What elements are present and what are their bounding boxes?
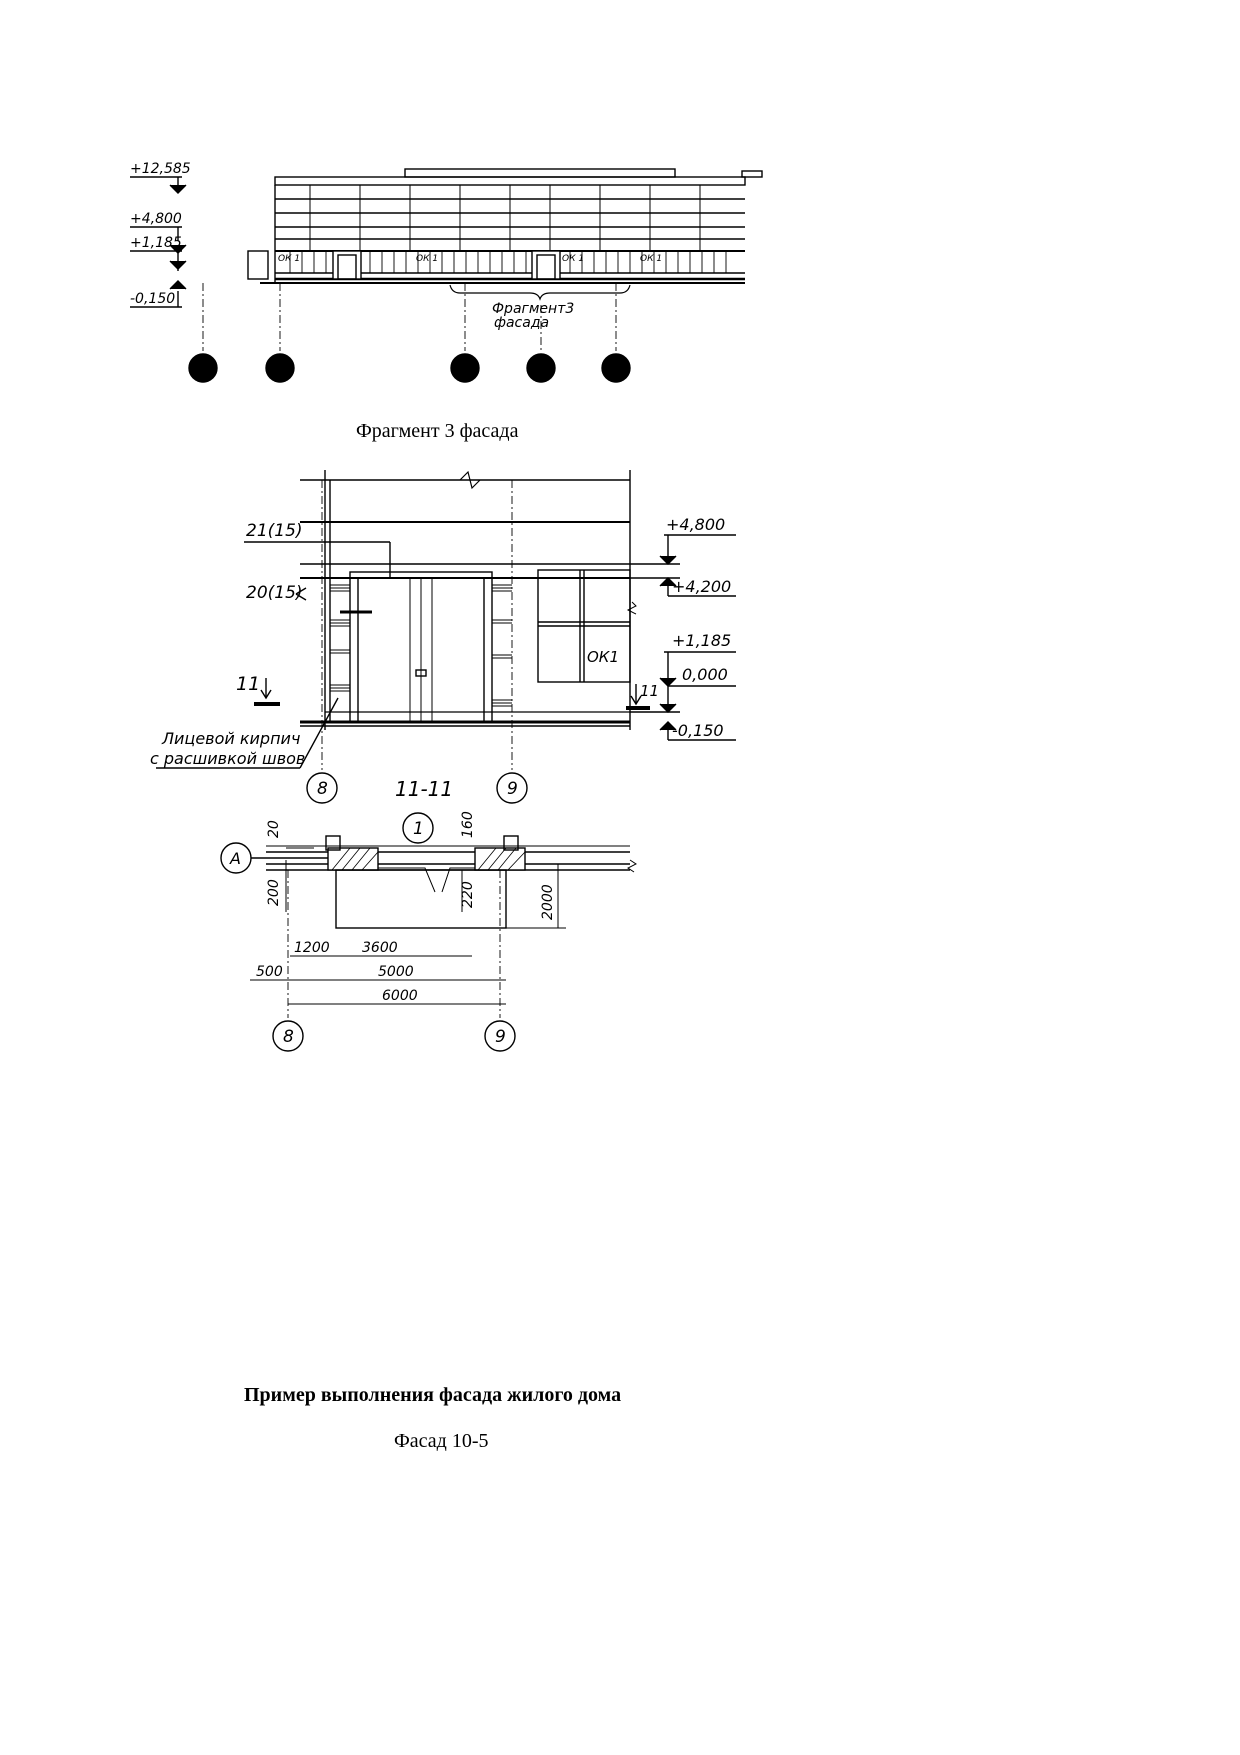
plan-dim-500: 500 xyxy=(256,964,283,980)
plan-section-drawing: А 1 20 200 160 220 2000 1200 3600 500 xyxy=(220,811,637,1052)
level-1185: +1,185 xyxy=(130,235,182,251)
facade-axis-bubble-8 xyxy=(450,353,480,383)
facade-level-marks: +12,585 +4,800 +1,185 -0,150 xyxy=(130,161,191,308)
facade-axis-1: 1 xyxy=(198,359,208,377)
plan-axis-bubble-8 xyxy=(272,1020,304,1052)
section-title: 11-11 xyxy=(395,777,453,801)
plan-axis-a: А xyxy=(229,849,241,868)
fragment-axes-row: 8 11-11 9 xyxy=(306,772,528,804)
plan-dim-160: 160 xyxy=(460,811,476,838)
section-mark-right: 11 xyxy=(640,682,659,700)
document-subtitle: Фасад 10-5 xyxy=(394,1430,489,1452)
fragment-level-1185: +1,185 xyxy=(672,631,731,650)
fragment-caption: Фрагмент 3 фасада xyxy=(356,420,519,442)
plan-dim-20: 20 xyxy=(266,820,282,838)
plan-axis-8: 8 xyxy=(283,1027,294,1047)
facade-axis-8: 8 xyxy=(460,359,470,377)
facade-window-mark-4: ОК 1 xyxy=(640,254,662,264)
plan-axis-bubble-9 xyxy=(484,1020,516,1052)
facade-axis-3: 3 xyxy=(275,359,285,377)
fragment-elevation-drawing: ОК1 21(15) 20(15) 11 11 +4,800 +4,200 +1… xyxy=(150,470,736,770)
fragment-level-0000: 0,000 xyxy=(682,665,728,684)
plan-axis-9: 9 xyxy=(495,1027,506,1047)
plan-dim-2000: 2000 xyxy=(540,884,556,920)
plan-dim-1200: 1200 xyxy=(294,940,330,956)
facade-axis-12: 12 xyxy=(606,359,625,377)
facade-window-mark-3: ОК 1 xyxy=(562,254,584,264)
plan-dim-200: 200 xyxy=(266,879,282,906)
level-4800: +4,800 xyxy=(130,211,182,227)
fragment-axis-9: 9 xyxy=(507,779,518,799)
fragment-axis-bubble-9 xyxy=(496,772,528,804)
facade-window-mark-1: ОК 1 xyxy=(278,254,300,264)
brick-note-line1: Лицевой кирпич xyxy=(161,729,300,748)
fragment-level-4800: +4,800 xyxy=(666,515,725,534)
facade-elevation-drawing: +12,585 +4,800 +1,185 -0,150 xyxy=(130,161,763,383)
level-minus-0150: -0,150 xyxy=(130,291,175,307)
facade-axis-bubble-3 xyxy=(265,353,295,383)
level-12585: +12,585 xyxy=(130,161,191,177)
fragment-axis-8: 8 xyxy=(317,779,328,799)
plan-dim-5000: 5000 xyxy=(378,964,414,980)
plan-element-bubble xyxy=(402,812,434,844)
fragment-note-line1: Фрагмент3 xyxy=(492,301,574,317)
facade-door-left xyxy=(247,250,269,280)
plan-dim-3600: 3600 xyxy=(362,940,398,956)
section-mark-left: 11 xyxy=(236,673,260,695)
plan-dim-6000: 6000 xyxy=(382,988,418,1004)
facade-axis-bubble-10 xyxy=(526,353,556,383)
plan-element-mark: 1 xyxy=(413,819,424,839)
facade-building xyxy=(247,168,763,284)
fragment-level-minus-0150: -0,150 xyxy=(672,721,724,740)
plan-dim-220: 220 xyxy=(460,881,476,908)
fragment-axis-bubble-8 xyxy=(306,772,338,804)
fragment-level-4200: +4,200 xyxy=(672,577,731,596)
brick-note-line2: с расшивкой швов xyxy=(150,749,305,768)
document-title: Пример выполнения фасада жилого дома xyxy=(244,1384,622,1406)
facade-axis-10: 10 xyxy=(531,359,550,377)
facade-window-mark-2: ОК 1 xyxy=(416,254,438,264)
facade-axis-bubble-1 xyxy=(188,353,218,383)
fragment-window-mark: ОК1 xyxy=(587,648,619,666)
callout-20: 20(15) xyxy=(246,583,303,603)
callout-21: 21(15) xyxy=(246,521,303,541)
facade-axis-bubble-12 xyxy=(601,353,631,383)
fragment-note-line2: фасада xyxy=(494,315,549,331)
